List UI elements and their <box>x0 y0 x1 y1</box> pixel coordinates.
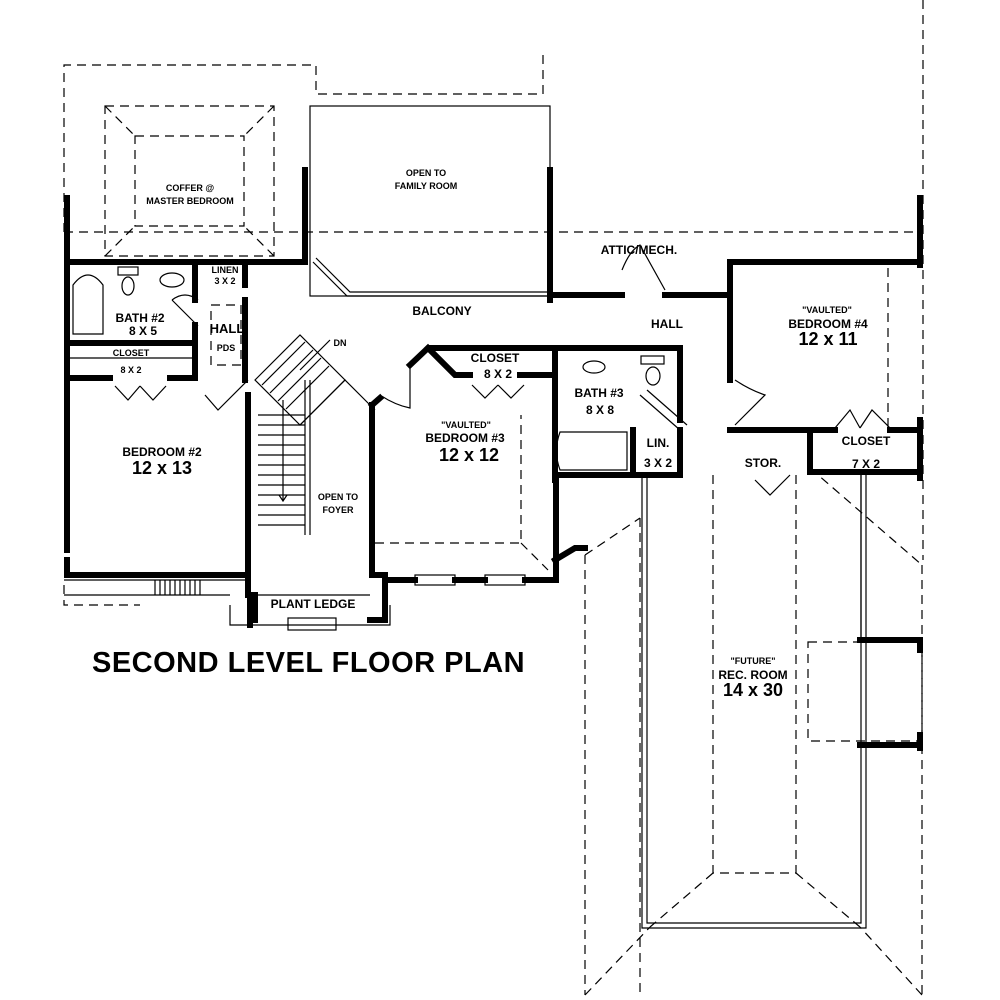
bedroom3-label: BEDROOM #3 <box>425 431 505 445</box>
closet-left-size: 8 X 2 <box>120 365 141 375</box>
hall-right-label: HALL <box>651 317 683 331</box>
lin-size: 3 X 2 <box>644 456 672 470</box>
rec-room-note: "FUTURE" <box>730 656 775 666</box>
bedroom4-note: "VAULTED" <box>802 305 852 315</box>
bedroom4-label: BEDROOM #4 <box>788 317 868 331</box>
balcony-label: BALCONY <box>412 304 471 318</box>
closet-left-label: CLOSET <box>113 348 150 358</box>
bedroom2-size: 12 x 13 <box>132 458 192 478</box>
bath3-size: 8 X 8 <box>586 403 614 417</box>
coffer-label-line1: COFFER @ <box>166 183 214 193</box>
open-foyer-line2: FOYER <box>322 505 354 515</box>
bedroom3-note: "VAULTED" <box>441 420 491 430</box>
room-label-coffer: COFFER @ MASTER BEDROOM <box>146 183 234 206</box>
room-label-open-family: OPEN TO FAMILY ROOM <box>395 168 458 191</box>
closet-mid-size: 8 X 2 <box>484 367 512 381</box>
stairs-down-label: DN <box>334 338 347 348</box>
open-family-line1: OPEN TO <box>406 168 446 178</box>
stor-label: STOR. <box>745 456 781 470</box>
plan-title: SECOND LEVEL FLOOR PLAN <box>92 647 525 679</box>
linen-label: LINEN <box>212 265 239 275</box>
attic-mech-label: ATTIC/MECH. <box>601 243 677 257</box>
closet-right-size: 7 X 2 <box>852 457 880 471</box>
bedroom2-label: BEDROOM #2 <box>122 445 202 459</box>
rec-room-label: REC. ROOM <box>718 668 787 682</box>
bath3-label: BATH #3 <box>574 386 623 400</box>
closet-right-label: CLOSET <box>842 434 891 448</box>
staircase <box>254 334 376 535</box>
coffer-label-line2: MASTER BEDROOM <box>146 196 234 206</box>
bedroom3-size: 12 x 12 <box>439 445 499 465</box>
linen-size: 3 X 2 <box>214 276 235 286</box>
plant-ledge-label: PLANT LEDGE <box>271 597 356 611</box>
bath2-label: BATH #2 <box>115 311 164 325</box>
bath2-size: 8 X 5 <box>129 324 157 338</box>
open-family-line2: FAMILY ROOM <box>395 181 458 191</box>
walls <box>64 167 923 751</box>
roof-outline <box>63 0 924 996</box>
hall-left-label: HALL <box>210 321 245 336</box>
thin-lines <box>64 105 918 929</box>
pds-label: PDS <box>217 343 236 353</box>
open-foyer-line1: OPEN TO <box>318 492 358 502</box>
closet-mid-label: CLOSET <box>471 351 520 365</box>
lin-label: LIN. <box>647 436 670 450</box>
rec-room-size: 14 x 30 <box>723 680 783 700</box>
bedroom4-size: 12 x 11 <box>798 329 857 349</box>
